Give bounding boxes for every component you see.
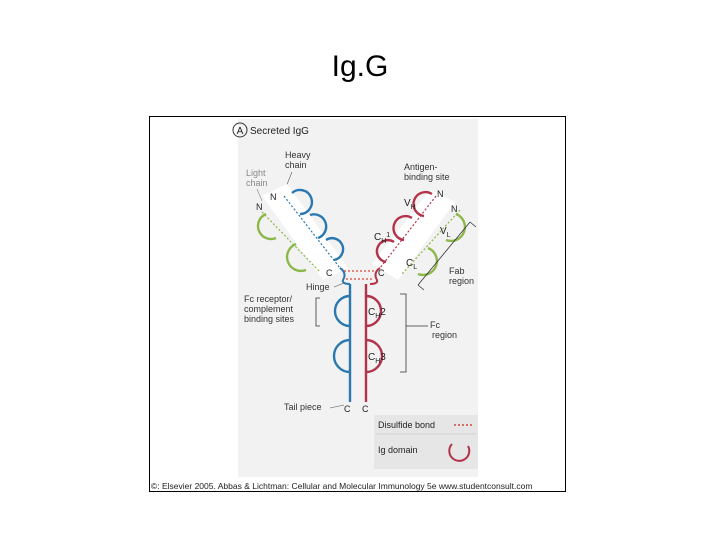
fc-c-right: C [362,404,369,414]
panel-label-circle [232,122,248,138]
fc-c-left: C [344,404,351,414]
left-fab-band [262,184,348,280]
right-vl-domain [445,212,467,243]
fab-bracket-end-b [469,221,477,228]
legend-ig-domain-label: Ig domain [378,445,418,455]
left-heavy-backbone [283,195,341,269]
heavy-chain-label-1: Heavy [285,150,311,160]
antigen-site-label-2: binding site [404,172,450,182]
legend-disulfide-label: Disulfide bond [378,420,435,430]
left-vl-domain [256,212,277,241]
cl-label: CL [406,258,417,271]
fab-region-label-2: region [449,276,474,286]
panel-label: A [237,126,244,137]
left-ch3-domain [332,338,351,374]
antigen-site-label-1: Antigen- [404,162,438,172]
left-c-terminus: C [326,268,333,278]
left-hinge [339,267,351,285]
fab-bracket-line [417,221,471,286]
hinge-label: Hinge [306,282,330,292]
panel-title: Secreted IgG [250,126,309,137]
vl-label: VL [440,226,451,239]
copyright-text: ©: Elsevier 2005. Abbas & Lichtman: Cell… [151,481,533,491]
light-chain-label-1: Light [246,168,266,178]
left-n-light: N [256,202,263,212]
right-vh-domain [412,190,433,218]
vh-label: VH [404,198,416,211]
light-chain-label-2: chain [246,178,268,188]
fc-region-label-2: region [432,330,457,340]
left-cl-domain [285,242,307,273]
ch1-label: CH1 [374,232,390,245]
tail-piece-label: Tail piece [284,402,322,412]
light-chain-pointer [256,188,263,202]
fc-receptor-bracket [315,297,320,327]
fab-bracket-end-a [417,284,425,291]
fc-receptor-label-2: complement [244,304,294,314]
right-cl-domain [417,246,439,277]
left-ch2-domain [333,294,351,328]
left-light-backbone [261,211,321,273]
left-ch1-domain-a [309,213,328,240]
tail-piece-pointer [329,404,345,409]
slide-title: Ig.G [331,50,389,83]
ch2-label: CH2 [368,307,386,320]
right-ch3-domain [365,338,384,374]
hinge-pointer [333,282,345,288]
left-ch1-domain-b [325,237,345,262]
right-ch2-domain [365,294,383,328]
right-fab-band [372,190,455,280]
fc-receptor-label-1: Fc receptor/ [244,294,293,304]
fab-region-label-1: Fab [449,266,465,276]
left-vh-domain [291,188,314,216]
fc-region-label-1: Fc [430,320,440,330]
right-ch1-domain-a [392,214,413,242]
right-c-terminus: C [378,268,385,278]
fc-region-bracket [400,293,407,373]
right-heavy-backbone [379,195,437,269]
right-n-heavy: N [437,189,444,199]
legend-ig-domain-swatch [448,443,471,462]
left-n-heavy: N [270,192,277,202]
ch3-label: CH3 [368,352,386,365]
right-ch1-domain-b [375,239,395,264]
right-n-light: N [451,204,458,214]
heavy-chain-label-2: chain [285,160,307,170]
fc-receptor-label-3: binding sites [244,314,295,324]
right-hinge [369,267,381,285]
